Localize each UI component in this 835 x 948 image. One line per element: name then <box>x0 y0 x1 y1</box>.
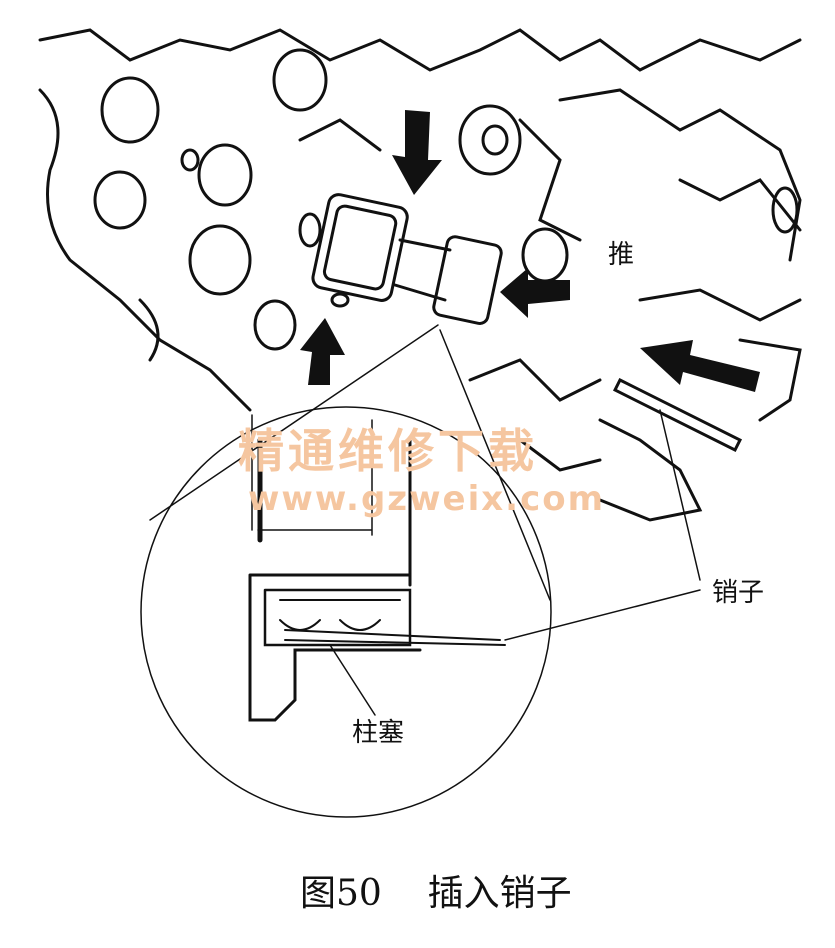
pin-label: 销子 <box>712 578 765 608</box>
push-arrow-icon <box>640 340 760 392</box>
arrows <box>300 110 760 392</box>
plunger-label: 柱塞 <box>352 718 405 748</box>
magnified-inset <box>140 324 701 818</box>
valve-body-outline <box>38 28 802 522</box>
watermark-url: www.gzweix.com <box>248 479 606 519</box>
figure-caption: 图50 插入销子 <box>300 876 572 912</box>
cylinders <box>93 48 799 351</box>
watermark-text: 精通维修下载 <box>238 424 538 478</box>
figure-title: 插入销子 <box>427 873 572 914</box>
figure-number: 图50 <box>300 873 382 914</box>
pin <box>612 377 743 581</box>
arrow-left-icon <box>500 268 570 318</box>
arrow-down-icon <box>392 110 442 195</box>
caption-spacer <box>382 873 428 914</box>
solenoid-valve <box>311 193 503 325</box>
push-label: 推 <box>608 240 635 270</box>
arrow-up-icon <box>300 318 345 385</box>
